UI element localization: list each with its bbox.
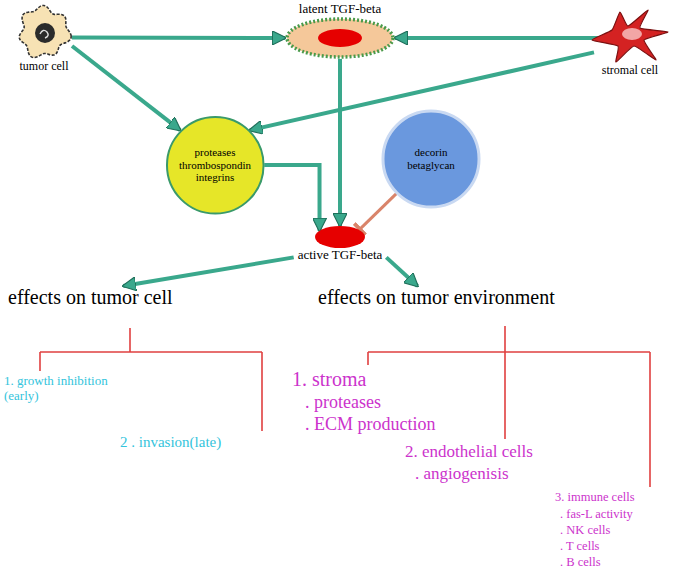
effect-item: 1. stroma <box>292 368 366 391</box>
latent-tgf-beta-shape <box>285 17 395 59</box>
protease-circle: proteases thrombospondin integrins <box>166 116 265 215</box>
cell-body <box>592 10 668 62</box>
tumor-cell: tumor cell <box>12 4 76 74</box>
effect-item: . B cells <box>560 555 601 569</box>
inhibitor-circle-shape: decorin betaglycan <box>382 110 480 208</box>
latent-tgf-beta: latent TGF-beta <box>281 2 399 59</box>
tgf-core <box>315 226 365 248</box>
arrow-connector <box>338 59 342 226</box>
nucleus-mark <box>40 30 48 38</box>
tumor-cell-shape <box>16 4 72 60</box>
tgf-core <box>318 29 362 47</box>
effect-item: 3. immune cells <box>555 490 635 504</box>
arrow-connector <box>123 257 293 286</box>
arrow-connector <box>386 257 417 286</box>
active-tgf-beta-shape <box>315 226 365 248</box>
arrow-connector <box>72 46 180 130</box>
stromal-cell-outline <box>590 6 670 64</box>
protease-circle-shape: proteases thrombospondin integrins <box>166 116 265 215</box>
node-label: stromal cell <box>586 64 674 78</box>
effects-heading: effects on tumor cell <box>8 286 173 309</box>
effect-item: . NK cells <box>560 523 610 537</box>
effect-item: 2. endothelial cells <box>405 442 533 462</box>
effect-item: . T cells <box>560 539 599 553</box>
heading-text: effects on tumor environment <box>318 286 555 309</box>
arrow-connector <box>72 36 285 40</box>
node-label: tumor cell <box>12 60 76 74</box>
effects-heading: effects on tumor environment <box>318 286 555 309</box>
node-label: latent TGF-beta <box>281 2 399 17</box>
arrow-connector <box>264 165 319 231</box>
node-label: active TGF-beta <box>294 248 387 263</box>
cell-body <box>19 5 71 57</box>
effect-item: . angiogenisis <box>415 464 509 484</box>
node-label: proteases thrombospondin integrins <box>175 146 255 184</box>
latent-tgf-beta-outline <box>285 17 395 59</box>
arrow-connector <box>395 36 600 40</box>
active-tgf-beta: active TGF-beta <box>294 226 387 263</box>
node-label: decorin betaglycan <box>391 146 471 171</box>
cell-nucleus <box>35 23 55 43</box>
effect-item: . ECM production <box>305 414 436 435</box>
stromal-cell: stromal cell <box>586 6 674 78</box>
inhibitor-circle: decorin betaglycan <box>382 110 480 208</box>
stromal-cell-shape <box>590 6 670 64</box>
effect-item: 1. growth inhibition (early) <box>4 374 130 404</box>
cell-nucleus <box>622 28 642 40</box>
circle-outline <box>167 117 264 214</box>
effect-item: . proteases <box>305 392 381 413</box>
effect-item: . fas-L activity <box>560 507 633 521</box>
circle-outline <box>383 111 479 207</box>
heading-text: effects on tumor cell <box>8 286 173 309</box>
effect-item: 2 . invasion(late) <box>120 434 221 451</box>
inhibition-connector <box>359 194 396 230</box>
active-tgf-beta-outline <box>315 226 365 248</box>
tumor-cell-outline <box>16 4 72 60</box>
latent-complex <box>287 19 393 57</box>
bracket-line <box>368 326 650 487</box>
